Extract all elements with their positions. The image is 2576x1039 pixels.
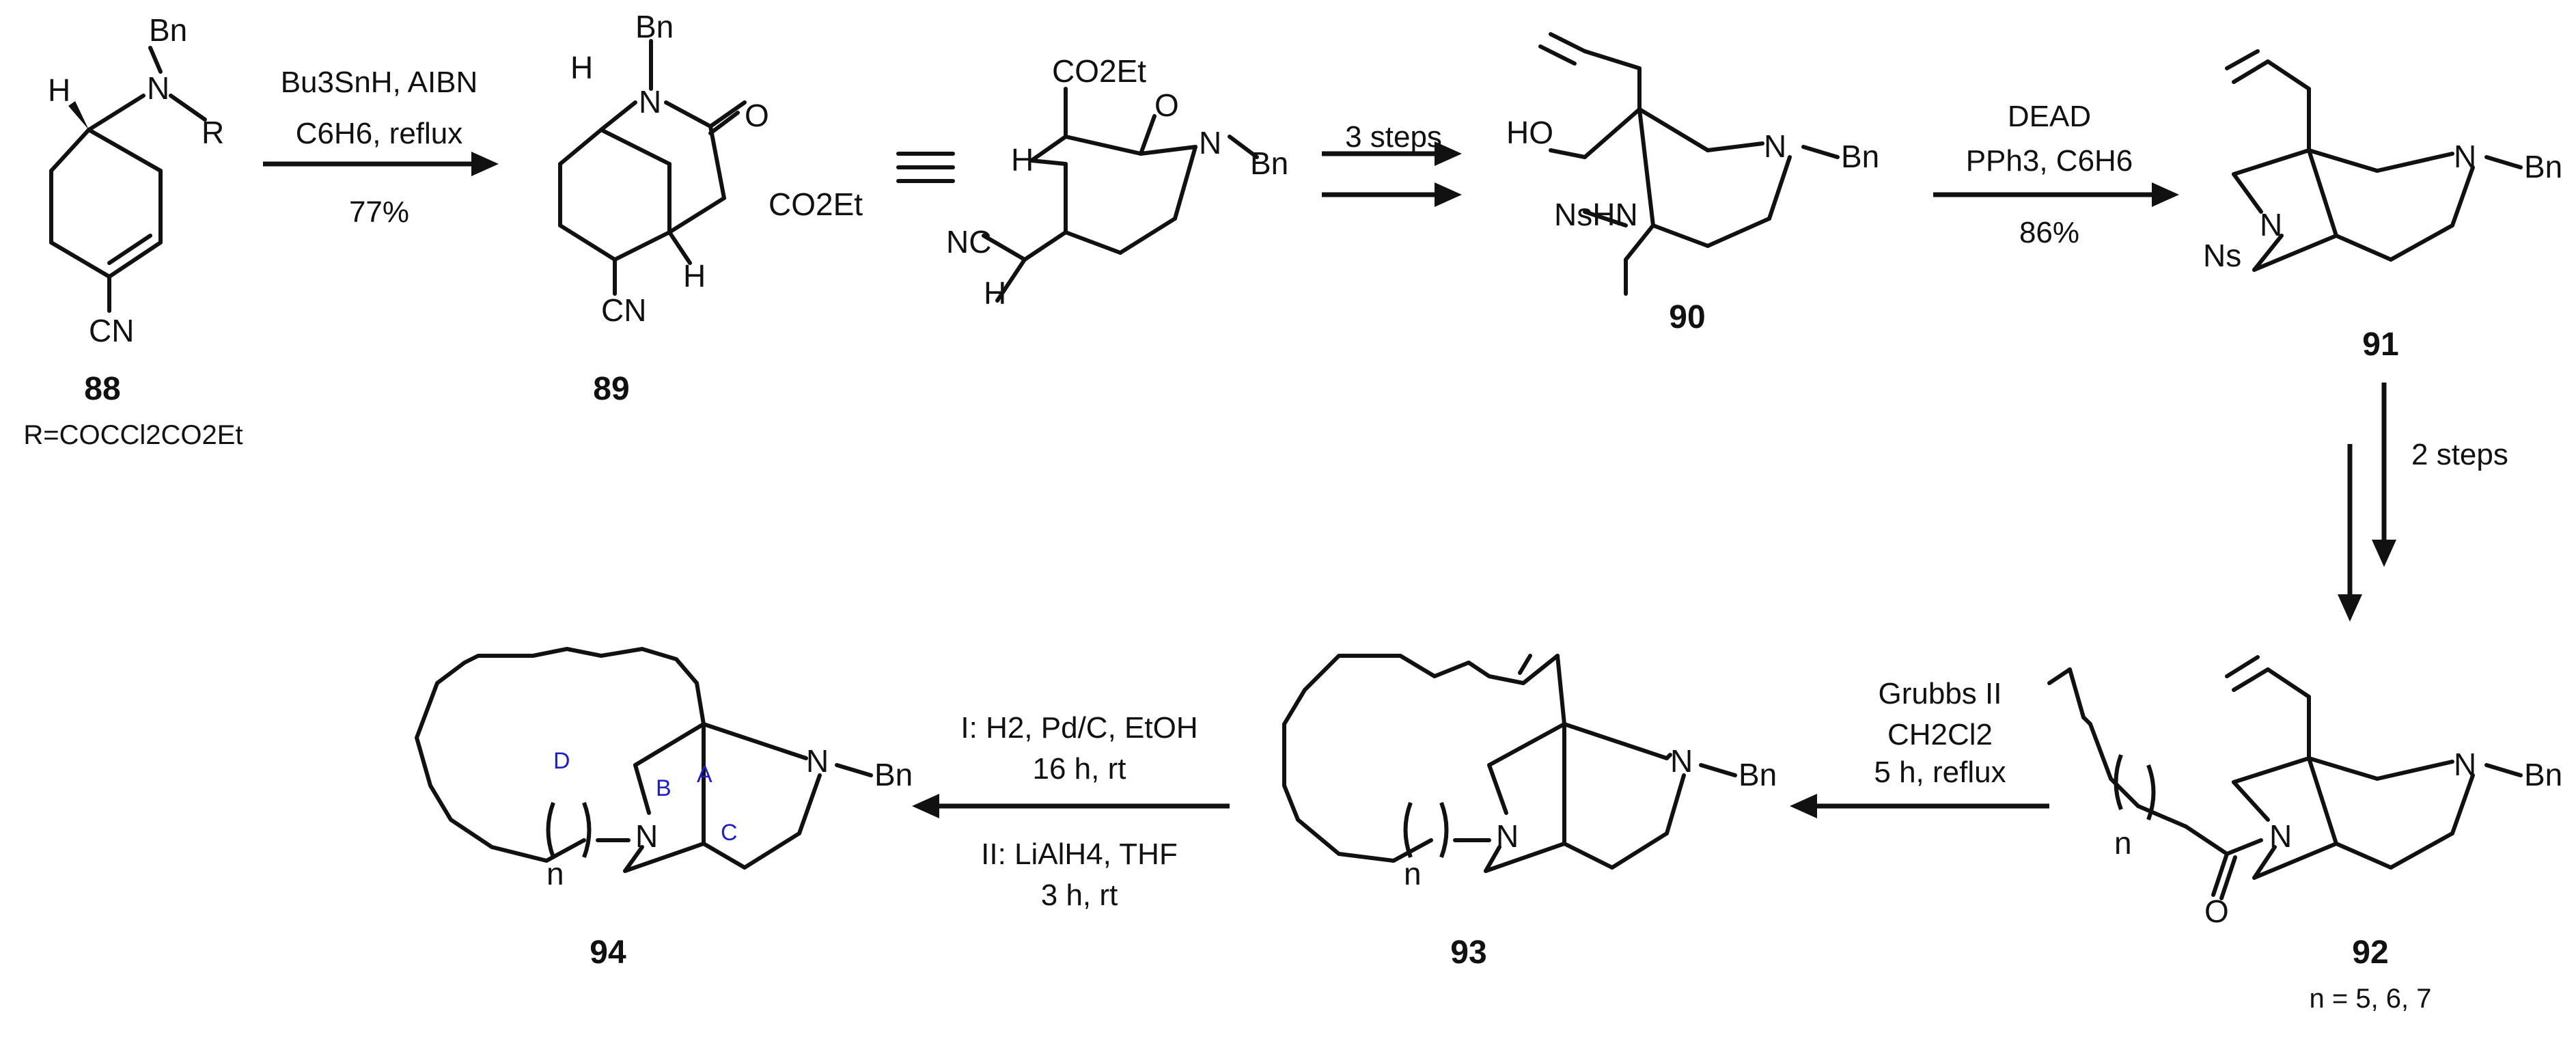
repeat-n-92: n bbox=[2114, 825, 2132, 861]
reaction-6-step2: II: LiAlH4, THF bbox=[981, 837, 1178, 871]
compound-94-structure bbox=[415, 647, 873, 873]
atom-nc-89alt: NC bbox=[946, 224, 991, 260]
atom-n-91: N bbox=[2454, 139, 2476, 174]
reaction-5-solvent: CH2Cl2 bbox=[1887, 718, 1993, 751]
atom-bn-92: Bn bbox=[2524, 757, 2562, 792]
atom-r-88: R bbox=[202, 115, 224, 150]
compound-label-94: 94 bbox=[590, 934, 626, 971]
reaction-6-step1: I: H2, Pd/C, EtOH bbox=[960, 711, 1197, 745]
reaction-1-yield: 77% bbox=[349, 195, 409, 229]
atom-h-89a: H bbox=[570, 50, 593, 85]
atom-n-90: N bbox=[1764, 128, 1786, 164]
atom-o-89: O bbox=[745, 98, 769, 133]
wedge-bond-88 bbox=[68, 101, 89, 130]
atom-n-93: N bbox=[1670, 743, 1693, 779]
reaction-arrow-2 bbox=[1322, 141, 1462, 207]
repeat-bracket-right-93 bbox=[1439, 801, 1449, 859]
atom-n-89: N bbox=[639, 84, 661, 120]
atom-nshn-90: NsHN bbox=[1554, 197, 1638, 232]
atom-bn-91: Bn bbox=[2524, 149, 2562, 184]
atom-ho-90: HO bbox=[1506, 115, 1553, 150]
atom-h-88: H bbox=[48, 72, 70, 108]
repeat-bracket-right-92 bbox=[2146, 764, 2156, 821]
atom-h-89b: H bbox=[683, 258, 706, 294]
reaction-1-reagents: Bu3SnH, AIBN bbox=[281, 66, 478, 99]
atom-o-89alt: O bbox=[1154, 87, 1179, 123]
compound-89-alt-structure bbox=[982, 87, 1259, 303]
compound-label-90: 90 bbox=[1669, 299, 1705, 335]
reaction-arrow-1 bbox=[263, 152, 499, 176]
reaction-3-reagent: DEAD bbox=[2008, 100, 2091, 133]
compound-90-structure bbox=[1538, 32, 1840, 296]
ring-label-a: A bbox=[697, 762, 712, 788]
reaction-arrow-6 bbox=[912, 794, 1230, 818]
compound-note-92: n = 5, 6, 7 bbox=[2309, 984, 2431, 1014]
atom-n-93-ring: N bbox=[1496, 818, 1519, 854]
repeat-bracket-left-92 bbox=[2114, 753, 2123, 811]
compound-note-88: R=COCCl2CO2Et bbox=[23, 420, 243, 450]
compound-label-93: 93 bbox=[1450, 934, 1486, 971]
compound-91-structure bbox=[2225, 49, 2523, 272]
atom-n-88: N bbox=[147, 70, 169, 106]
ring-label-c: C bbox=[721, 820, 738, 846]
atom-bn-94: Bn bbox=[874, 757, 913, 792]
reaction-arrow-3 bbox=[1933, 182, 2179, 207]
atom-bn-89: Bn bbox=[635, 9, 674, 44]
atom-bn-89alt: Bn bbox=[1250, 146, 1288, 181]
reaction-3-solvent: PPh3, C6H6 bbox=[1966, 144, 2133, 178]
reaction-3-yield: 86% bbox=[2019, 216, 2079, 249]
atom-cn-88: CN bbox=[89, 313, 134, 348]
reaction-2-conditions: 3 steps bbox=[1345, 120, 1442, 154]
compound-label-89: 89 bbox=[593, 371, 629, 407]
repeat-bracket-left-94 bbox=[546, 801, 555, 859]
atom-h-89alt-a: H bbox=[1011, 142, 1034, 178]
reaction-6-step1-time: 16 h, rt bbox=[1033, 752, 1126, 786]
atom-co2et-89alt: CO2Et bbox=[1052, 53, 1146, 89]
atom-cn-89: CN bbox=[601, 292, 646, 328]
compound-label-88: 88 bbox=[84, 371, 120, 407]
reaction-5-time: 5 h, reflux bbox=[1874, 756, 2006, 789]
repeat-n-94: n bbox=[546, 856, 564, 891]
reaction-4-conditions: 2 steps bbox=[2411, 438, 2508, 471]
atom-bn-93: Bn bbox=[1739, 757, 1777, 792]
atom-n-89alt: N bbox=[1199, 125, 1221, 161]
compound-label-92: 92 bbox=[2352, 934, 2388, 971]
compound-88-structure bbox=[49, 46, 207, 313]
equivalence-symbol bbox=[896, 152, 955, 183]
repeat-bracket-right-94 bbox=[582, 801, 592, 859]
atom-n-94: N bbox=[806, 743, 829, 779]
reaction-arrow-4 bbox=[2338, 383, 2396, 622]
atom-co2et-89: CO2Et bbox=[768, 186, 863, 222]
reaction-arrow-5 bbox=[1790, 794, 2049, 818]
atom-o-92: O bbox=[2204, 893, 2229, 929]
compound-93-structure bbox=[1282, 654, 1737, 873]
reaction-6-step2-time: 3 h, rt bbox=[1041, 878, 1118, 912]
compound-label-91: 91 bbox=[2362, 327, 2398, 363]
ring-label-b: B bbox=[656, 775, 671, 801]
compound-92-structure bbox=[2047, 655, 2523, 900]
atom-ns-91: Ns bbox=[2203, 238, 2241, 273]
reaction-5-catalyst: Grubbs II bbox=[1879, 677, 2002, 710]
repeat-bracket-left-93 bbox=[1403, 801, 1413, 859]
atom-bn-90: Bn bbox=[1841, 139, 1879, 174]
atom-bn-88: Bn bbox=[149, 12, 187, 48]
atom-n-92-ring: N bbox=[2269, 818, 2292, 854]
atom-n-91-ring: N bbox=[2260, 207, 2282, 243]
reaction-1-solvent: C6H6, reflux bbox=[296, 117, 463, 150]
compound-89-structure bbox=[558, 39, 747, 296]
atom-n-94-ring: N bbox=[635, 818, 658, 854]
repeat-n-93: n bbox=[1404, 856, 1422, 891]
atom-h-89alt-b: H bbox=[984, 275, 1006, 311]
ring-label-d: D bbox=[553, 748, 570, 774]
atom-n-92: N bbox=[2454, 747, 2476, 782]
